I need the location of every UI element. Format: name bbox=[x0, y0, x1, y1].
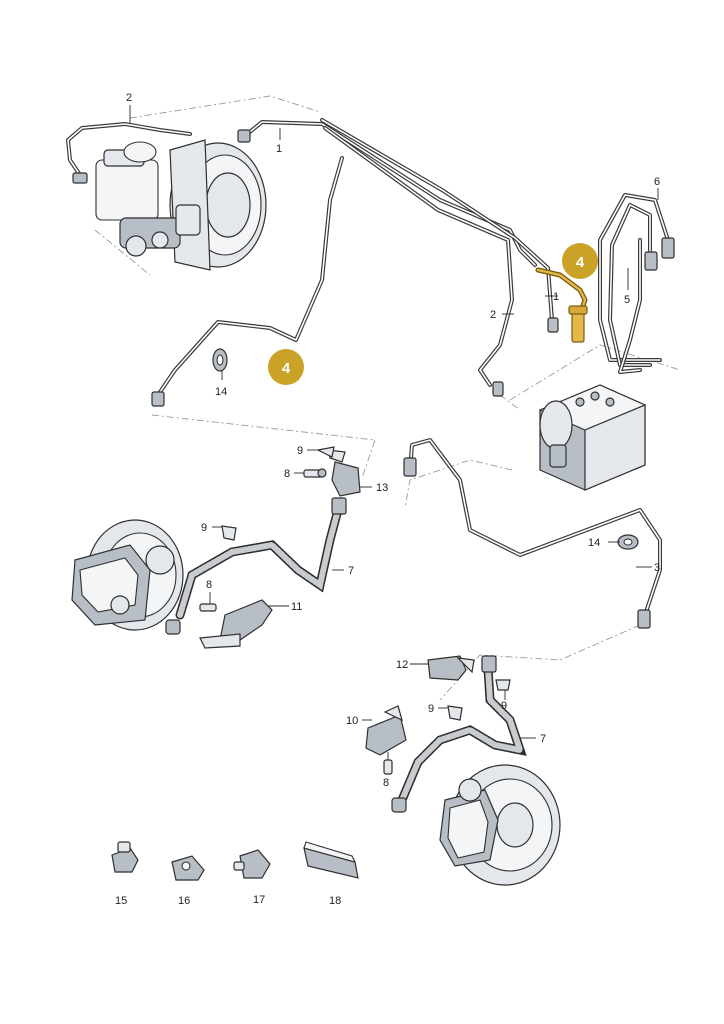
label-5: 5 bbox=[624, 294, 630, 306]
highlight-badge-4-right: 4 bbox=[562, 243, 598, 279]
bracket-12 bbox=[427, 655, 475, 681]
grommet-14-left bbox=[212, 348, 228, 372]
label-14-right: 14 bbox=[588, 537, 600, 549]
grommet-14-right bbox=[617, 534, 639, 550]
label-2-top: 2 bbox=[126, 92, 132, 104]
label-9-mid: 9 bbox=[428, 703, 434, 715]
bracket-13-assembly bbox=[303, 449, 361, 497]
label-1-top: 1 bbox=[276, 143, 282, 155]
label-12: 12 bbox=[396, 659, 408, 671]
label-6: 6 bbox=[654, 176, 660, 188]
brake-line-3 bbox=[403, 438, 662, 629]
brake-line-2-upper bbox=[66, 122, 192, 184]
brake-booster-assembly bbox=[95, 139, 267, 271]
label-8-top: 8 bbox=[284, 468, 290, 480]
label-3: 3 bbox=[654, 562, 660, 574]
label-13: 13 bbox=[376, 482, 388, 494]
badge-4-left-text: 4 bbox=[282, 360, 291, 377]
part-15-clip bbox=[111, 841, 139, 873]
bracket-11-assembly bbox=[199, 525, 273, 649]
abs-hydraulic-unit bbox=[538, 384, 647, 491]
brake-line-5-6-right bbox=[598, 193, 675, 374]
label-8-left: 8 bbox=[206, 579, 212, 591]
bracket-10 bbox=[365, 705, 407, 775]
label-7-rear: 7 bbox=[348, 565, 354, 577]
label-15: 15 bbox=[115, 895, 127, 907]
label-9-left: 9 bbox=[201, 522, 207, 534]
label-9-top: 9 bbox=[297, 445, 303, 457]
label-2-right: 2 bbox=[490, 309, 496, 321]
label-18: 18 bbox=[329, 895, 341, 907]
brake-line-4-highlighted bbox=[535, 267, 588, 343]
part-18-clip-strip bbox=[303, 841, 359, 879]
label-16: 16 bbox=[178, 895, 190, 907]
rear-left-brake-assembly bbox=[71, 519, 184, 631]
label-9-right: 9 bbox=[501, 700, 507, 712]
brake-line-4-left bbox=[151, 156, 344, 407]
brake-hose-7-rear bbox=[165, 497, 347, 635]
label-7-front: 7 bbox=[540, 733, 546, 745]
label-10: 10 bbox=[346, 715, 358, 727]
part-17-clip bbox=[233, 849, 271, 879]
brake-hose-7-front bbox=[391, 655, 527, 813]
part-16-clip bbox=[171, 855, 205, 881]
clip-9-top bbox=[316, 446, 335, 458]
leader-lines bbox=[129, 105, 659, 760]
label-14-left: 14 bbox=[215, 386, 227, 398]
highlight-badge-4-left: 4 bbox=[268, 349, 304, 385]
brake-line-bundle bbox=[237, 118, 559, 397]
front-right-brake-assembly bbox=[439, 764, 561, 886]
label-8-front: 8 bbox=[383, 777, 389, 789]
badge-4-right-text: 4 bbox=[576, 254, 585, 271]
label-1-right: 1 bbox=[553, 291, 559, 303]
clip-9-front bbox=[447, 679, 511, 721]
label-11: 11 bbox=[291, 601, 302, 613]
part-number-labels: 2 1 1 2 5 6 3 14 14 9 8 13 9 7 11 8 12 9… bbox=[115, 92, 660, 907]
label-17: 17 bbox=[253, 894, 265, 906]
